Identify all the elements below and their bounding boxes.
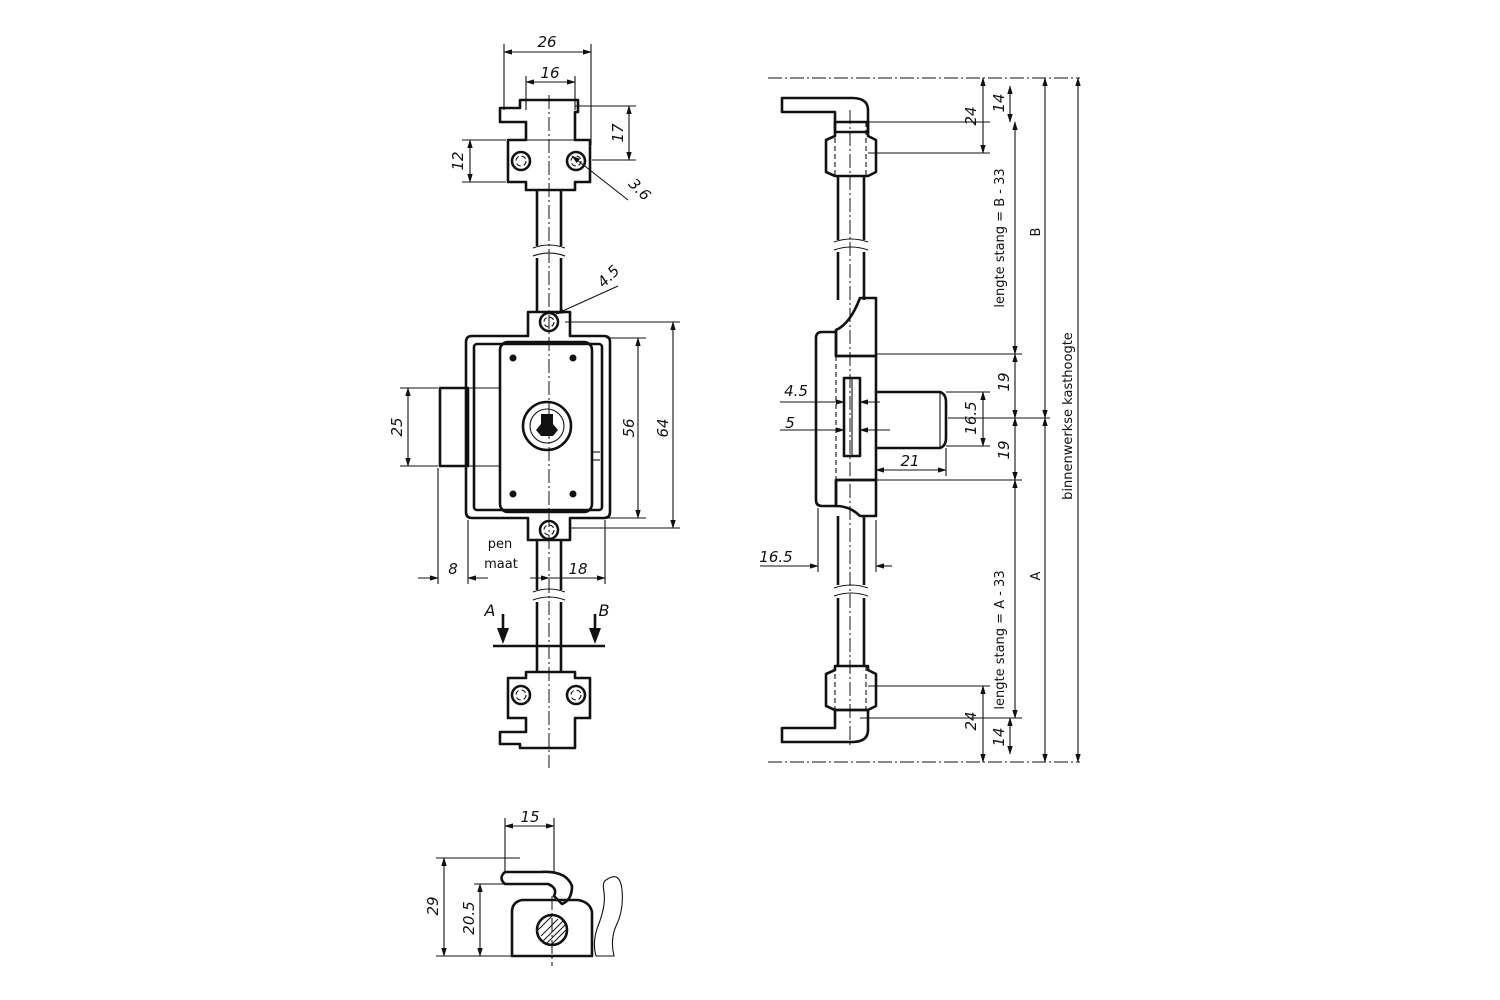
side-top-hook [780, 96, 878, 300]
dim-18: 18 [568, 560, 587, 578]
dim-4-5-side: 4.5 [784, 382, 808, 400]
dim-19-upper: 19 [995, 372, 1013, 391]
dim-8: 8 [448, 560, 458, 578]
dim-19-lower: 19 [995, 440, 1013, 459]
side-view: 24 14 lengte stang = B - 33 B binnenwerk… [759, 77, 1081, 763]
bottom-guide-block [498, 670, 592, 750]
dim-16-5-bolt: 16.5 [962, 401, 980, 434]
dim-16: 16 [540, 64, 559, 82]
dim-14-bottom: 14 [990, 727, 1008, 746]
dim-15: 15 [520, 808, 539, 826]
dim-5-side: 5 [785, 414, 795, 432]
dim-24-top: 24 [962, 106, 980, 125]
dim-29: 29 [424, 896, 442, 915]
front-upper-rod [532, 190, 566, 312]
dim-4-5-front: 4.5 [594, 262, 624, 292]
section-b-label: B [599, 601, 610, 620]
section-a-label: A [484, 601, 496, 620]
b-label: B [1029, 228, 1044, 237]
front-lower-rod [532, 540, 566, 672]
front-view: 26 16 17 12 3.6 4.5 25 56 64 8 18 pen ma… [388, 33, 680, 768]
dim-14-top: 14 [990, 93, 1008, 112]
dim-25: 25 [388, 417, 406, 436]
side-dimension-lines [760, 77, 1081, 763]
lock-case [438, 310, 612, 542]
dim-64: 64 [654, 418, 672, 437]
side-bottom-hook [780, 664, 878, 744]
rod-upper-label: lengte stang = B - 33 [993, 168, 1008, 307]
pen-label: pen [488, 537, 513, 552]
top-guide-block [498, 98, 592, 192]
dim-56: 56 [620, 418, 638, 437]
height-label: binnenwerkse kasthoogte [1061, 332, 1076, 500]
dim-26: 26 [537, 33, 556, 51]
dim-21: 21 [900, 452, 919, 470]
front-dimension-lines [400, 44, 680, 584]
door-edge-curve [593, 876, 623, 957]
dim-17: 17 [609, 123, 627, 143]
dim-12: 12 [449, 151, 467, 170]
rod-lower-label: lengte stang = A - 33 [993, 570, 1008, 709]
maat-label: maat [484, 557, 518, 572]
dim-3-6: 3.6 [625, 175, 655, 205]
dim-24-bottom: 24 [962, 711, 980, 730]
dim-20-5: 20.5 [460, 901, 478, 934]
dim-16-5-base: 16.5 [759, 548, 792, 566]
hook-base-block [510, 898, 594, 958]
side-lock-body [814, 296, 948, 666]
a-label: A [1029, 571, 1044, 580]
hook-detail-view: 15 29 20.5 [424, 808, 623, 966]
section-line-ab [493, 614, 605, 648]
